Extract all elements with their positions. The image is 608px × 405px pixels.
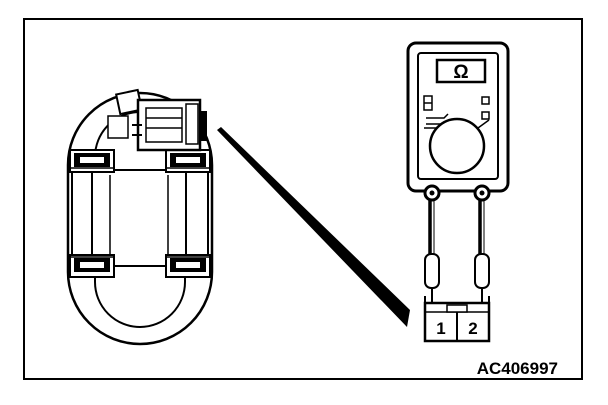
switch-assembly-icon (66, 88, 214, 346)
figure-code: AC406997 (477, 359, 558, 378)
clip-top-right (165, 149, 211, 173)
leader-wedge (217, 127, 410, 327)
clip-bottom-right (165, 254, 211, 278)
terminal-label-1: 1 (436, 319, 445, 338)
clip-top-left (69, 149, 115, 173)
terminal-connector (423, 296, 491, 343)
terminal-label-2: 2 (468, 319, 477, 338)
ohmmeter-icon (406, 41, 510, 202)
meter-display (435, 58, 487, 84)
meter-symbol: Ω (453, 62, 468, 83)
meter-dial (428, 117, 486, 175)
harness-connector (107, 88, 207, 152)
clip-bottom-left (69, 254, 115, 278)
probe-right (474, 253, 490, 289)
probe-left (424, 253, 440, 289)
test-leads (424, 200, 490, 305)
